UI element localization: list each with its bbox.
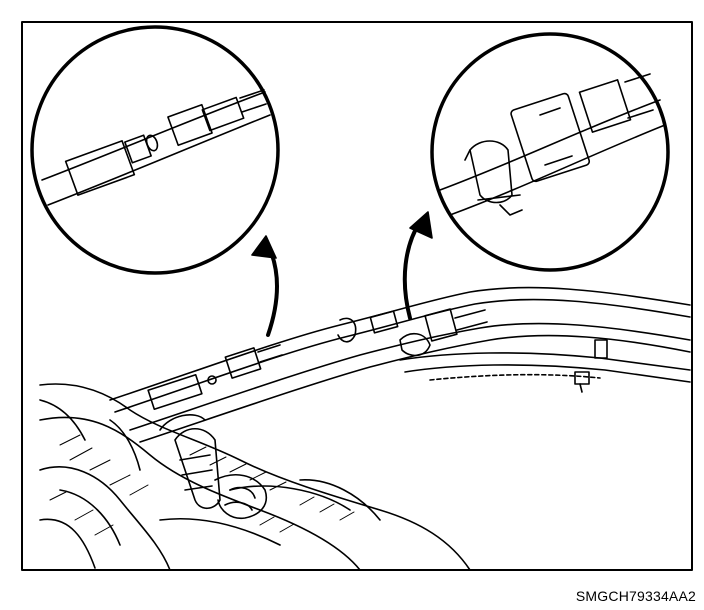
quick-connect-fitting-left	[147, 344, 283, 411]
fuel-pump-module	[159, 414, 267, 520]
arrow-left	[251, 235, 279, 337]
figure-border	[21, 21, 693, 571]
line-clips	[574, 339, 608, 393]
fuel-tank	[39, 383, 471, 571]
detail-circle-left	[30, 25, 280, 275]
figure-code: SMGCH79334AA2	[575, 588, 696, 604]
detail-circle-right	[430, 32, 670, 272]
fuel-lines	[109, 286, 691, 443]
arrow-right	[402, 211, 433, 320]
quick-connect-fitting-right	[337, 308, 488, 357]
